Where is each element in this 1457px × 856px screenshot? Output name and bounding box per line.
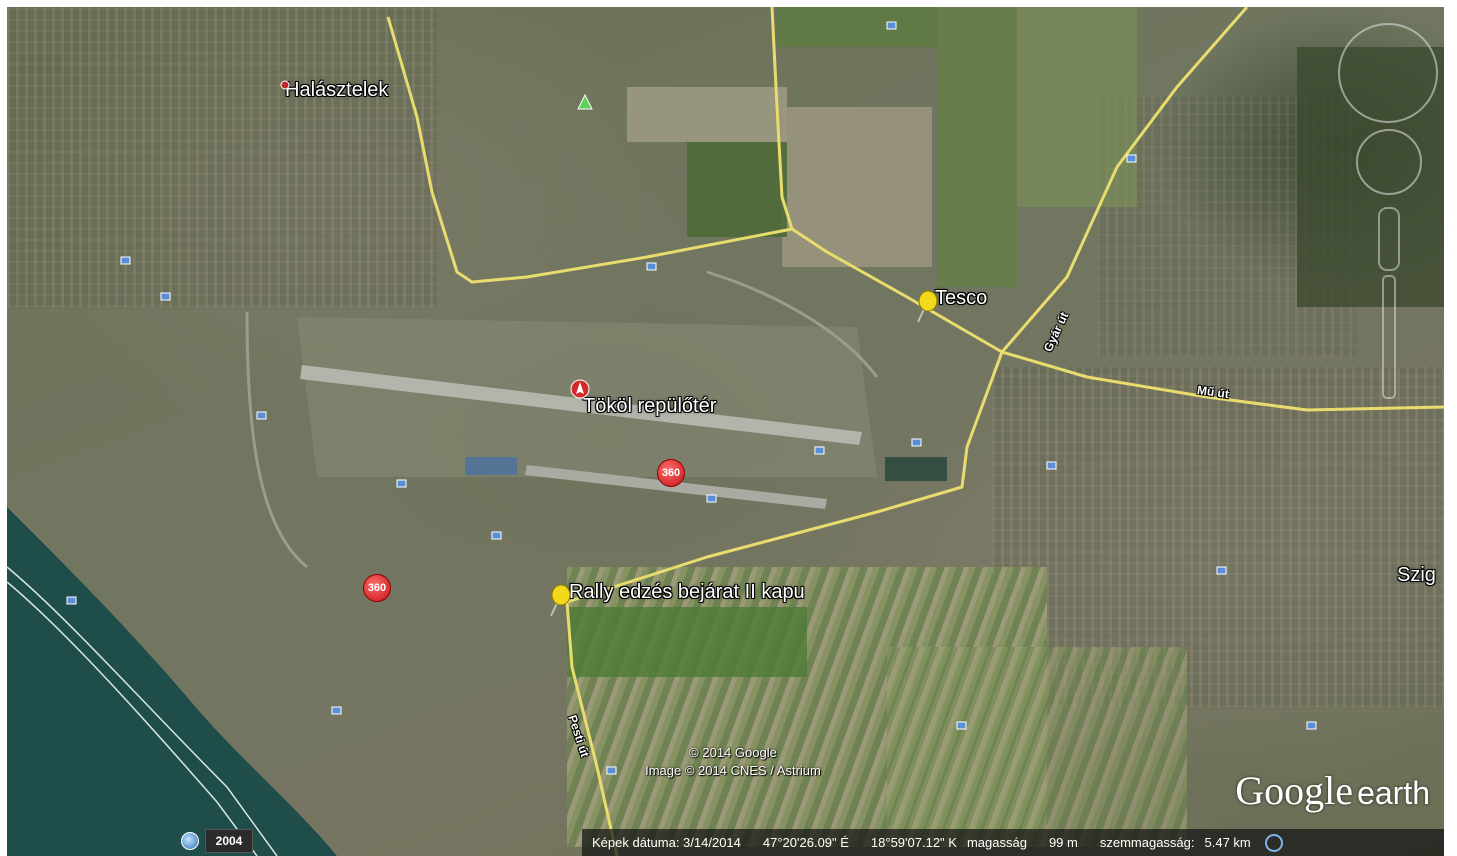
image-date: Képek dátuma: 3/14/2014 [592,835,741,850]
place-label-tesco[interactable]: Tesco [935,287,988,309]
pond [465,457,517,475]
streaming-status-icon [1264,833,1283,852]
photo-icon [1046,461,1057,470]
photo-icon [491,531,502,540]
zoom-slider-icon[interactable] [1382,275,1396,399]
town-halasztelek [7,7,437,307]
place-pin-icon-tesco[interactable] [912,289,940,323]
copyright: © 2014 Google Image © 2014 CNES / Astriu… [603,744,863,780]
eye-altitude-value: 5.47 km [1204,835,1251,850]
field-green-3 [937,7,1017,287]
photo-icon [120,256,131,265]
marker-360-icon[interactable]: 360 [657,459,685,487]
field-brown-1 [627,87,787,142]
fields-south-east [887,647,1187,847]
perimeter-road-2 [706,270,879,378]
photo-icon [814,446,825,455]
map-overlay-svg [7,7,1444,856]
elevation-label: magasság [966,835,1027,850]
compass-icon[interactable] [1338,23,1438,123]
photo-icon [1306,721,1317,730]
field-green-5 [567,607,807,677]
photo-icon [1216,566,1227,575]
place-pin-icon-rally[interactable] [545,583,573,617]
photo-icon [956,721,967,730]
photo-icon [331,706,342,715]
place-label-rally[interactable]: Rally edzés bejárat II kapu [569,581,805,603]
elevation-value: 99 m [1048,835,1078,850]
place-label-airfield[interactable]: Tököl repülőtér [583,395,717,417]
logo-word-earth: earth [1357,775,1430,811]
pond-2 [885,457,947,481]
photo-icon [256,411,267,420]
historical-imagery-year[interactable]: 2004 [205,829,253,853]
photo-icon-layer [66,21,1317,775]
google-earth-logo: Google earth [1235,767,1430,814]
photo-icon [706,494,717,503]
photo-icon [886,21,897,30]
place-pin-icon-halasztelek[interactable] [279,77,299,101]
latitude: 47°20'26.09" É [762,835,849,850]
marker-360-icon-2[interactable]: 360 [363,574,391,602]
field-green-4 [1017,7,1137,207]
tree-icon [577,93,593,110]
airport-icon[interactable] [570,379,590,403]
copyright-imagery: Image © 2014 CNES / Astrium [645,763,821,778]
road-network [386,7,1444,856]
road-segment [770,7,1444,412]
road-segment [565,351,1004,856]
copyright-google: © 2014 Google [689,745,777,760]
road-segment [1000,7,1249,353]
place-label-halasztelek[interactable]: Halásztelek [285,79,389,101]
look-control-icon[interactable] [1356,129,1422,195]
runway [300,365,862,445]
airfield-area [297,317,877,477]
status-bar: Képek dátuma: 3/14/2014 47°20'26.09" É 1… [582,829,1444,856]
place-label-szig[interactable]: Szig [1397,564,1436,586]
navigation-controls[interactable] [1334,7,1444,407]
photo-icon [1126,154,1137,163]
photo-icon [646,262,657,271]
map-viewport[interactable]: Halásztelek Tesco Tököl repülőtér Rally … [7,7,1444,856]
logo-word-google: Google [1235,768,1354,813]
eye-altitude-label: szemmagasság: [1099,835,1195,850]
photo-icons [66,21,1317,775]
photo-icon [911,438,922,447]
danube-river [7,507,337,856]
photo-icon [160,292,171,301]
river-boundary-line [7,566,278,856]
taxiway [525,465,827,509]
perimeter-road [245,311,308,569]
photo-icon [606,766,617,775]
longitude: 18°59'07.12" K [870,835,957,850]
field-green-1 [777,7,937,47]
river-boundary-line-2 [7,581,258,856]
photo-icon [66,596,77,605]
road-segment [386,16,793,284]
move-control-icon[interactable] [1378,207,1400,271]
clock-icon[interactable] [181,832,199,850]
field-green-2 [687,142,787,237]
photo-icon [396,479,407,488]
